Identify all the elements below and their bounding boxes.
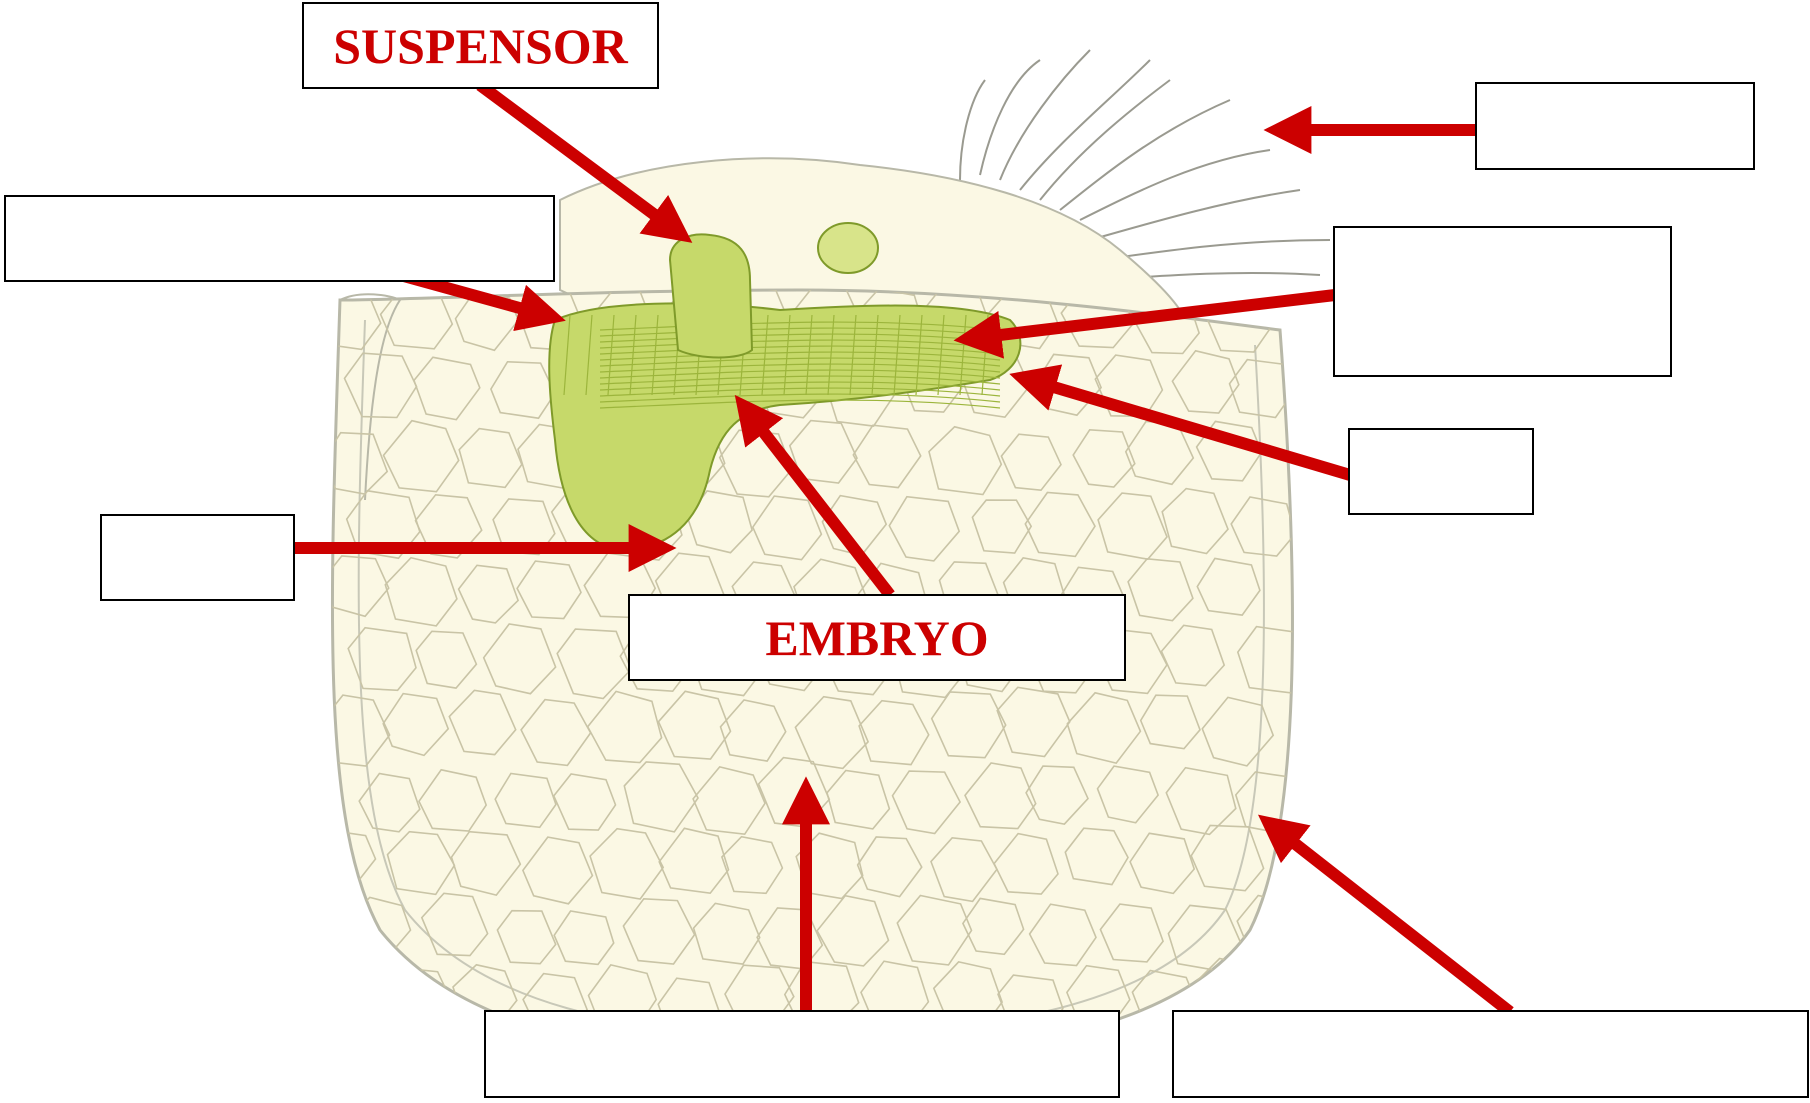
- arrow-bottom-right: [1275, 828, 1510, 1012]
- label-box-bottom-left[interactable]: [484, 1010, 1120, 1098]
- label-box-bottom-right[interactable]: [1172, 1010, 1809, 1098]
- tissue-cell: [315, 968, 376, 1026]
- label-suspensor: SUSPENSOR: [302, 2, 659, 89]
- label-box-left-mid[interactable]: [100, 514, 295, 601]
- label-box-right-mid[interactable]: [1333, 226, 1672, 377]
- label-embryo: EMBRYO: [628, 594, 1126, 681]
- label-box-right-top[interactable]: [1475, 82, 1755, 170]
- label-box-left-upper[interactable]: [4, 195, 555, 282]
- label-box-right-small[interactable]: [1348, 428, 1534, 515]
- neck-canal-cell: [818, 223, 878, 273]
- suspensor-shape: [670, 234, 752, 357]
